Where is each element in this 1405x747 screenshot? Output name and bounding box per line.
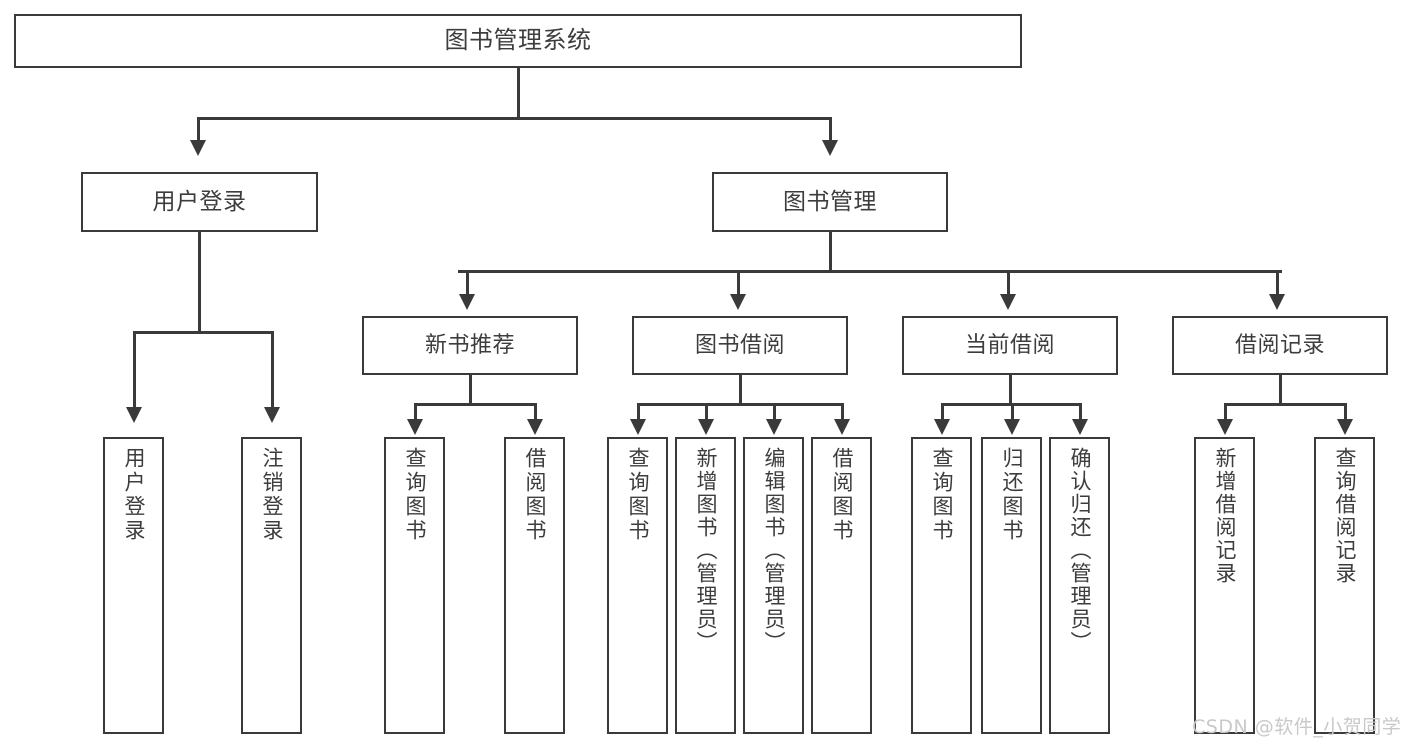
arrow-borrow-to-l1 <box>630 419 646 435</box>
node-label: 当前借阅 <box>964 332 1055 358</box>
connector-root-to-login <box>197 117 200 142</box>
connector-bookmgmt-to-c4 <box>1276 270 1279 296</box>
node-label: 编辑图书（管理员） <box>762 447 786 654</box>
connector-login-stem <box>198 232 201 333</box>
node-label: 归还图书 <box>1000 447 1024 543</box>
node-label: 借阅图书 <box>830 447 854 543</box>
leaf-logout[interactable]: 注销登录 <box>241 437 302 734</box>
node-label: 借阅记录 <box>1234 332 1325 358</box>
node-new-book-recommend[interactable]: 新书推荐 <box>362 316 578 375</box>
leaf-query-book-borrow[interactable]: 查询图书 <box>607 437 668 734</box>
connector-recommend-to-l1 <box>414 403 417 421</box>
connector-recommend-to-l2 <box>534 403 537 421</box>
node-label: 用户登录 <box>152 188 247 215</box>
connector-bookmgmt-to-c2 <box>737 270 740 296</box>
arrow-current-to-l2 <box>1004 419 1020 435</box>
leaf-borrow-book-recommend[interactable]: 借阅图书 <box>504 437 565 734</box>
connector-records-bus <box>1224 403 1346 406</box>
connector-borrow-to-l2 <box>705 403 708 421</box>
connector-borrow-to-l3 <box>773 403 776 421</box>
leaf-borrow-book[interactable]: 借阅图书 <box>811 437 872 734</box>
connector-bookmgmt-bus <box>458 270 1282 273</box>
node-borrow-records[interactable]: 借阅记录 <box>1172 316 1388 375</box>
leaf-user-login[interactable]: 用户登录 <box>103 437 164 734</box>
connector-root-to-bookmgmt <box>829 117 832 142</box>
connector-recommend-stem <box>469 375 472 405</box>
node-book-management[interactable]: 图书管理 <box>712 172 948 232</box>
arrow-root-to-login <box>190 140 206 156</box>
arrow-borrow-to-l4 <box>834 419 850 435</box>
node-label: 图书借阅 <box>694 332 785 358</box>
arrow-bookmgmt-to-c2 <box>730 294 746 310</box>
leaf-edit-book-admin[interactable]: 编辑图书（管理员） <box>743 437 804 734</box>
connector-bookmgmt-to-c1 <box>466 270 469 296</box>
node-book-borrow[interactable]: 图书借阅 <box>632 316 848 375</box>
connector-recommend-bus <box>414 403 536 406</box>
node-label: 查询借阅记录 <box>1333 447 1357 585</box>
node-root-system[interactable]: 图书管理系统 <box>14 14 1022 68</box>
arrow-bookmgmt-to-c3 <box>1000 294 1016 310</box>
arrow-login-to-leaf1 <box>126 407 142 423</box>
connector-root-bus <box>197 117 831 120</box>
node-label: 查询图书 <box>403 447 427 543</box>
leaf-add-borrow-record[interactable]: 新增借阅记录 <box>1194 437 1255 734</box>
connector-login-to-leaf1 <box>133 331 136 409</box>
node-label: 注销登录 <box>260 447 284 543</box>
node-user-login[interactable]: 用户登录 <box>81 172 318 232</box>
connector-current-to-l1 <box>941 403 944 421</box>
node-label: 借阅图书 <box>523 447 547 543</box>
node-current-borrow[interactable]: 当前借阅 <box>902 316 1118 375</box>
connector-bookmgmt-to-c3 <box>1007 270 1010 296</box>
arrow-recommend-to-l1 <box>407 419 423 435</box>
arrow-borrow-to-l2 <box>698 419 714 435</box>
connector-login-bus <box>133 331 273 334</box>
arrow-bookmgmt-to-c1 <box>459 294 475 310</box>
connector-records-to-l2 <box>1344 403 1347 421</box>
connector-borrow-to-l4 <box>841 403 844 421</box>
leaf-query-book-current[interactable]: 查询图书 <box>911 437 972 734</box>
arrow-borrow-to-l3 <box>766 419 782 435</box>
arrow-current-to-l3 <box>1072 419 1088 435</box>
node-label: 新增图书（管理员） <box>694 447 718 654</box>
connector-current-stem <box>1009 375 1012 405</box>
connector-current-to-l3 <box>1079 403 1082 421</box>
connector-current-to-l2 <box>1011 403 1014 421</box>
leaf-query-borrow-record[interactable]: 查询借阅记录 <box>1314 437 1375 734</box>
connector-records-stem <box>1279 375 1282 405</box>
arrow-bookmgmt-to-c4 <box>1269 294 1285 310</box>
node-label: 新增借阅记录 <box>1213 447 1237 585</box>
node-label: 图书管理系统 <box>444 26 592 55</box>
arrow-root-to-bookmgmt <box>822 140 838 156</box>
arrow-login-to-leaf2 <box>264 407 280 423</box>
node-label: 查询图书 <box>930 447 954 543</box>
node-label: 图书管理 <box>783 188 877 215</box>
leaf-return-book[interactable]: 归还图书 <box>981 437 1042 734</box>
leaf-query-book-recommend[interactable]: 查询图书 <box>384 437 445 734</box>
arrow-records-to-l2 <box>1337 419 1353 435</box>
leaf-add-book-admin[interactable]: 新增图书（管理员） <box>675 437 736 734</box>
arrow-records-to-l1 <box>1217 419 1233 435</box>
node-label: 用户登录 <box>122 447 146 543</box>
connector-root-stem <box>517 68 520 117</box>
arrow-current-to-l1 <box>934 419 950 435</box>
arrow-recommend-to-l2 <box>527 419 543 435</box>
node-label: 确认归还（管理员） <box>1068 447 1092 654</box>
node-label: 新书推荐 <box>424 332 515 358</box>
csdn-watermark: CSDN @软件_小贺同学 <box>1192 716 1402 738</box>
connector-borrow-bus <box>637 403 841 406</box>
leaf-confirm-return-admin[interactable]: 确认归还（管理员） <box>1049 437 1110 734</box>
connector-borrow-stem <box>739 375 742 405</box>
connector-borrow-to-l1 <box>637 403 640 421</box>
connector-records-to-l1 <box>1224 403 1227 421</box>
node-label: 查询图书 <box>626 447 650 543</box>
connector-login-to-leaf2 <box>271 331 274 409</box>
connector-bookmgmt-stem <box>829 232 832 272</box>
